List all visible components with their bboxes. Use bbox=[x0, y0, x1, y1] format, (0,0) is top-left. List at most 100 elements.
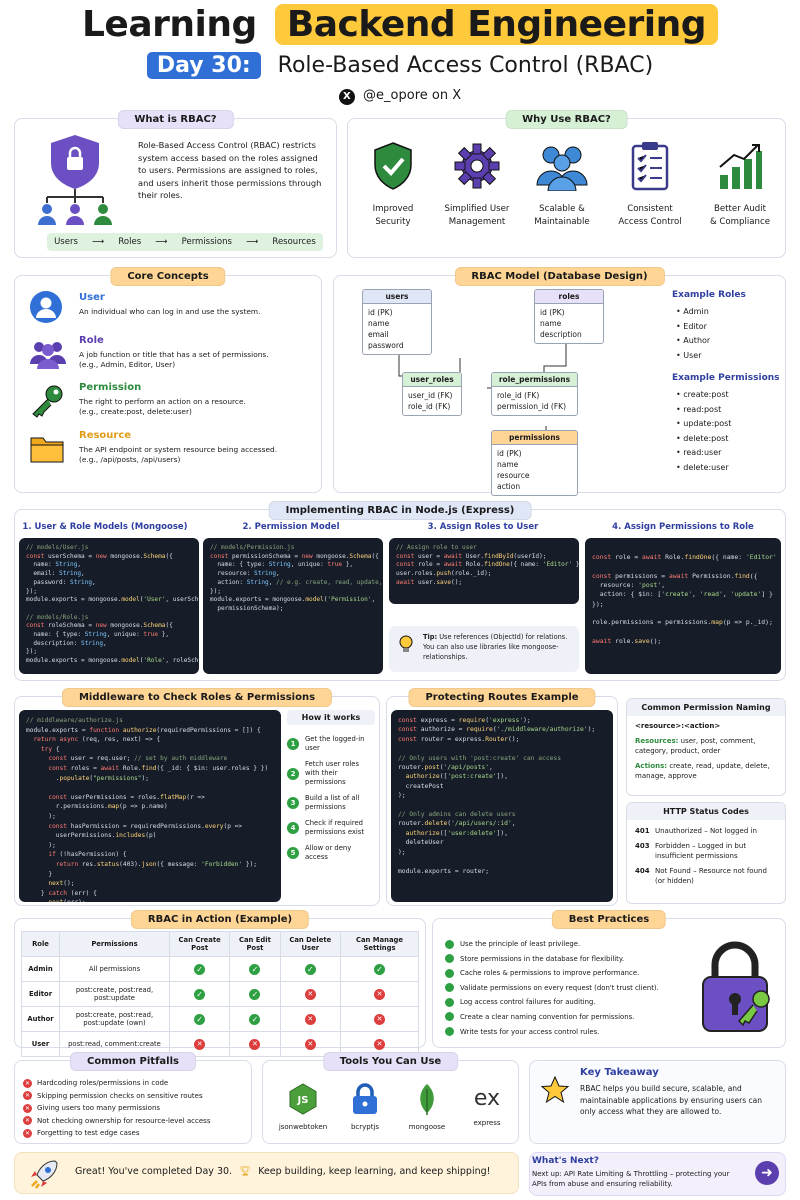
er-field: action bbox=[497, 482, 521, 491]
what-is-rbac-text: Role-Based Access Control (RBAC) restric… bbox=[138, 140, 322, 200]
best-practices-title: Best Practices bbox=[551, 910, 667, 929]
best-practice-item: Write tests for your access control rule… bbox=[445, 1025, 685, 1040]
er-field: user_id (FK) bbox=[408, 391, 453, 400]
rbac-model-card: RBAC Model (Database Design) users id (P… bbox=[333, 267, 786, 496]
code-protect-routes: const express = require('express'); cons… bbox=[391, 710, 613, 902]
key-takeaway-card: Key Takeaway RBAC helps you build secure… bbox=[529, 1060, 786, 1144]
naming-title: Common Permission Naming bbox=[627, 699, 785, 716]
concept-example: (e.g., Admin, Editor, User) bbox=[79, 360, 176, 369]
naming-resources: user, post, comment, category, product, … bbox=[635, 736, 756, 756]
tool-label: express bbox=[473, 1119, 501, 1127]
nodejs-icon: JS bbox=[289, 1083, 317, 1115]
role-list-item: • Editor bbox=[676, 321, 707, 331]
why-label: Maintainable bbox=[534, 217, 590, 227]
rbac-flow: Users ⟶ Roles ⟶ Permissions ⟶ Resources bbox=[47, 233, 323, 251]
er-field: id (PK) bbox=[368, 308, 393, 317]
concept-name: User bbox=[79, 292, 105, 303]
step-header: 1. User & Role Models (Mongoose) bbox=[22, 522, 188, 532]
lock-icon bbox=[353, 1083, 377, 1114]
pitfall-item: ✕Forgetting to test edge cases bbox=[23, 1128, 140, 1138]
implementing-card: Implementing RBAC in Node.js (Express) 1… bbox=[14, 501, 786, 681]
key-icon bbox=[32, 385, 63, 418]
best-practice-item: Cache roles & permissions to improve per… bbox=[445, 966, 685, 981]
how-it-works-title: How it works bbox=[287, 710, 375, 725]
er-table-role-permissions: role_permissions role_id (FK)permission_… bbox=[491, 372, 578, 416]
pitfall-item: ✕Not checking ownership for resource-lev… bbox=[23, 1116, 211, 1126]
core-concepts-title: Core Concepts bbox=[110, 267, 226, 286]
why-label: Improved bbox=[372, 204, 414, 214]
express-icon: ex bbox=[473, 1086, 501, 1111]
tool-label: bcryptjs bbox=[350, 1123, 380, 1131]
flow-arrow: ⟶ bbox=[246, 237, 259, 247]
er-field: name bbox=[497, 460, 519, 469]
best-practice-item: Use the principle of least privilege. bbox=[445, 937, 685, 952]
motivation-text: Keep building, keep learning, and keep s… bbox=[258, 1166, 491, 1177]
padlock-key-icon bbox=[702, 941, 770, 1032]
code-assign-roles: // Assign role to user const user = awai… bbox=[389, 538, 579, 604]
er-field: email bbox=[368, 330, 389, 339]
best-practice-item: Store permissions in the database for fl… bbox=[445, 952, 685, 967]
cross-icon: ✕ bbox=[374, 988, 385, 1000]
check-icon: ✓ bbox=[249, 963, 261, 975]
step-header: 3. Assign Roles to User bbox=[427, 522, 539, 532]
code-authorize-middleware: // middleware/authorize.js module.export… bbox=[19, 710, 281, 902]
tool-item[interactable]: mongoose bbox=[399, 1083, 455, 1131]
er-table-name: user_roles bbox=[403, 373, 461, 387]
best-practices-card: Best Practices Use the principle of leas… bbox=[432, 910, 786, 1048]
subtitle: Role-Based Access Control (RBAC) bbox=[277, 53, 654, 78]
why-label: Management bbox=[448, 217, 506, 227]
check-icon: ✓ bbox=[194, 1013, 206, 1025]
http-status-title: HTTP Status Codes bbox=[627, 803, 785, 820]
naming-card: Common Permission Naming <resource>:<act… bbox=[626, 698, 786, 796]
concept-name: Resource bbox=[79, 430, 132, 441]
best-practice-item: Log access control failures for auditing… bbox=[445, 995, 685, 1010]
best-practice-item: Create a clear naming convention for per… bbox=[445, 1010, 685, 1025]
tip-text: Use references (ObjectId) for relations.… bbox=[423, 633, 568, 661]
step-header: 2. Permission Model bbox=[242, 522, 340, 532]
er-field: name bbox=[368, 319, 390, 328]
tools-title: Tools You Can Use bbox=[322, 1052, 459, 1071]
why-label: Simplified User bbox=[444, 204, 510, 214]
tip-label: Tip: bbox=[423, 633, 438, 641]
rbac-in-action-title: RBAC in Action (Example) bbox=[130, 910, 310, 929]
whats-next-card[interactable]: What's Next? Next up: API Rate Limiting … bbox=[529, 1152, 786, 1196]
concept-desc: A job function or title that has a set o… bbox=[79, 350, 269, 359]
tool-item[interactable]: JS jsonwebtoken bbox=[275, 1083, 331, 1131]
best-practice-item: Validate permissions on every request (d… bbox=[445, 981, 685, 996]
next-arrow-button[interactable]: ➜ bbox=[755, 1161, 779, 1185]
role-list-item: • Admin bbox=[676, 307, 709, 316]
example-permissions-title: Example Permissions bbox=[672, 373, 780, 383]
permission-list-item: • read:user bbox=[676, 448, 722, 457]
key-takeaway-text: RBAC helps you build secure, scalable, a… bbox=[580, 1084, 763, 1116]
pitfalls-title: Common Pitfalls bbox=[70, 1052, 196, 1071]
why-label: Scalable & bbox=[539, 204, 585, 214]
what-is-rbac-card: What is RBAC? Role-Based Access Control … bbox=[14, 110, 337, 258]
check-icon: ✓ bbox=[194, 963, 206, 975]
subtitle-row: Day 30: Role-Based Access Control (RBAC) bbox=[0, 52, 800, 79]
cross-icon: ✕ bbox=[194, 1038, 206, 1050]
tool-item[interactable]: bcryptjs bbox=[337, 1083, 393, 1131]
leaf-icon bbox=[420, 1084, 434, 1115]
pitfall-item: ✕Hardcoding roles/permissions in code bbox=[23, 1078, 169, 1088]
cross-icon: ✕ bbox=[249, 1038, 261, 1050]
rbac-hierarchy-icon bbox=[38, 135, 112, 225]
author-handle[interactable]: @e_opore on X bbox=[363, 88, 462, 103]
whats-next-title: What's Next? bbox=[532, 1156, 599, 1166]
whats-next-text: Next up: API Rate Limiting & Throttling … bbox=[532, 1170, 730, 1188]
er-table-name: permissions bbox=[492, 431, 577, 445]
day-badge: Day 30: bbox=[146, 52, 261, 79]
pitfalls-card: Common Pitfalls ✕Hardcoding roles/permis… bbox=[14, 1052, 252, 1144]
tool-item[interactable]: ex express bbox=[459, 1083, 515, 1127]
permission-list-item: • delete:post bbox=[676, 433, 729, 443]
check-icon: ✓ bbox=[194, 988, 206, 1000]
